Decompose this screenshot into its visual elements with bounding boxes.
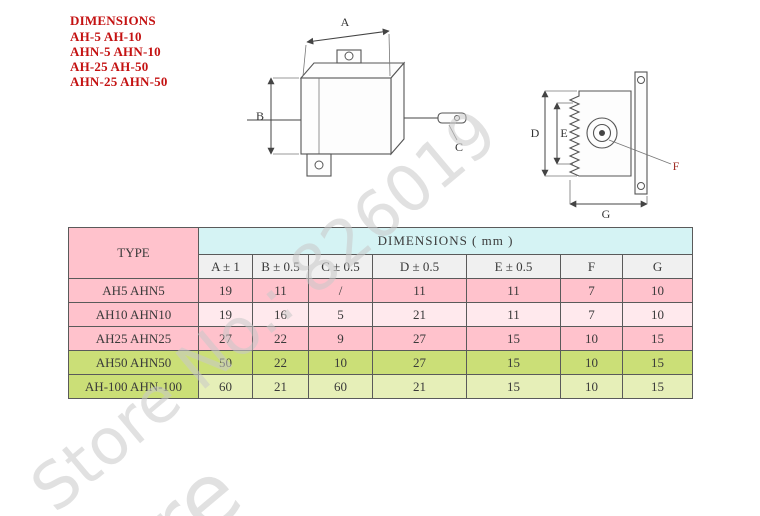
- cell: 21: [372, 302, 467, 327]
- cell: 27: [372, 350, 467, 375]
- mounting-hole-bottom: [314, 160, 324, 170]
- ext-line: [388, 33, 391, 77]
- cell: 21: [252, 374, 309, 399]
- plate-hole-top: [637, 76, 645, 84]
- body-front-face: [300, 77, 392, 155]
- dim-label-e: E: [560, 126, 567, 140]
- dimensions-table: TYPE DIMENSIONS ( mm ) A ± 1 B ± 0.5 C ±…: [68, 227, 694, 399]
- cell: 10: [560, 350, 623, 375]
- table-row: AH25 AHN25 27 22 9 27 15 10 15: [68, 326, 694, 351]
- cell: 9: [308, 326, 373, 351]
- technical-drawing: A B C D: [247, 15, 680, 220]
- mounting-plate: [634, 71, 648, 195]
- cell: 22: [252, 326, 309, 351]
- cell: 10: [560, 374, 623, 399]
- table-row: AH50 AHN50 50 22 10 27 15 10 15: [68, 350, 694, 375]
- cell: /: [308, 278, 373, 303]
- dim-label-d: D: [531, 126, 540, 140]
- cell: 15: [621, 350, 694, 375]
- type-column-header: TYPE: [68, 227, 199, 279]
- row-type: AH25 AHN25: [68, 326, 199, 351]
- row-type: AH-100 AHN-100: [68, 374, 199, 399]
- cell: 10: [621, 278, 694, 303]
- cell: 7: [560, 302, 623, 327]
- leader-line-f: [608, 139, 672, 165]
- ext-line: [302, 44, 307, 77]
- dim-line-a: [306, 28, 390, 45]
- leader-line-c: [448, 124, 458, 141]
- cell: 7: [560, 278, 623, 303]
- column-header-e: E ± 0.5: [466, 254, 561, 279]
- side-view: A B C: [247, 15, 467, 177]
- cell: 15: [621, 326, 694, 351]
- cell: 10: [621, 302, 694, 327]
- cell: 60: [198, 374, 253, 399]
- page-title: DIMENSIONS: [70, 13, 156, 28]
- model-line: AHN-25 AHN-50: [70, 74, 168, 89]
- cell: 15: [466, 350, 561, 375]
- model-line: AHN-5 AHN-10: [70, 44, 161, 59]
- cell: 11: [252, 278, 309, 303]
- cell: 11: [466, 302, 561, 327]
- table-row: AH-100 AHN-100 60 21 60 21 15 10 15: [68, 374, 694, 399]
- cell: 60: [308, 374, 373, 399]
- row-type: AH10 AHN10: [68, 302, 199, 327]
- cell: 27: [372, 326, 467, 351]
- dim-label-b: B: [256, 109, 264, 123]
- cell: 19: [198, 302, 253, 327]
- cell: 5: [308, 302, 373, 327]
- cell: 19: [198, 278, 253, 303]
- cell: 11: [372, 278, 467, 303]
- dim-label-a: A: [341, 15, 350, 29]
- cell: 15: [466, 326, 561, 351]
- dimensions-header: DIMENSIONS ( mm ): [197, 227, 694, 255]
- core-center: [599, 130, 605, 136]
- cell: 21: [372, 374, 467, 399]
- cell: 15: [466, 374, 561, 399]
- model-line: AH-5 AH-10: [70, 29, 142, 44]
- cell: 22: [252, 350, 309, 375]
- column-header-d: D ± 0.5: [372, 254, 467, 279]
- cell: 50: [198, 350, 253, 375]
- row-type: AH50 AHN50: [68, 350, 199, 375]
- end-view: D E F G: [531, 71, 680, 220]
- mounting-hole-top: [344, 51, 354, 61]
- lug-hole: [454, 115, 460, 121]
- column-header-g: G: [621, 254, 694, 279]
- cell: 11: [466, 278, 561, 303]
- cell: 10: [560, 326, 623, 351]
- dim-label-c: C: [455, 140, 463, 154]
- table-row: AH10 AHN10 19 16 5 21 11 7 10: [68, 302, 694, 327]
- plate-hole-bottom: [637, 182, 645, 190]
- body-right-face: [390, 61, 405, 156]
- column-header-f: F: [560, 254, 623, 279]
- dim-label-g: G: [602, 207, 611, 220]
- solder-lug: [437, 112, 467, 124]
- model-line: AH-25 AH-50: [70, 59, 149, 74]
- column-header-b: B ± 0.5: [252, 254, 309, 279]
- dim-label-f: F: [673, 159, 680, 173]
- column-header-c: C ± 0.5: [308, 254, 373, 279]
- model-list: DIMENSIONS AH-5 AH-10 AHN-5 AHN-10 AH-25…: [70, 13, 168, 89]
- body-top-face: [299, 62, 406, 79]
- store-watermark-partial: Store: [16, 440, 260, 516]
- cell: 10: [308, 350, 373, 375]
- table-row: AH5 AHN5 19 11 / 11 11 7 10: [68, 278, 694, 303]
- cell: 15: [621, 374, 694, 399]
- cell: 27: [198, 326, 253, 351]
- cell: 16: [252, 302, 309, 327]
- column-header-a: A ± 1: [198, 254, 253, 279]
- row-type: AH5 AHN5: [68, 278, 199, 303]
